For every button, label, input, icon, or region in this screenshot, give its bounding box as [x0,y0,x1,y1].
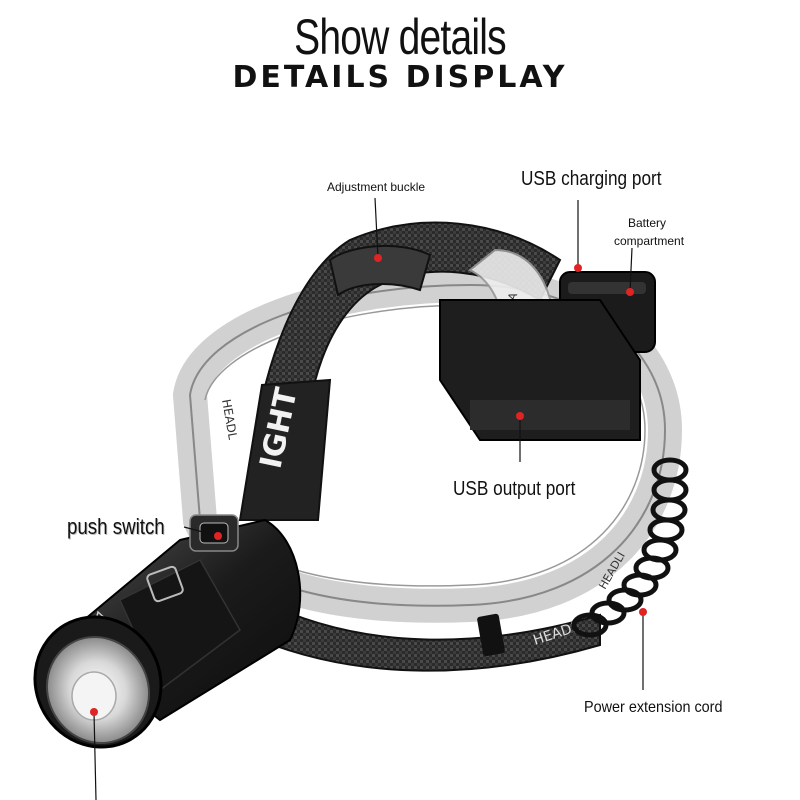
leader-lines [93,197,644,800]
page-subtitle: DETAILS DISPLAY [232,60,568,95]
page-title: Show details [294,9,507,65]
top-strap [248,221,562,492]
label-adjustment-buckle: Adjustment buckle [327,180,426,194]
callout-markers [90,254,647,716]
marker-usb-output-port [516,412,524,420]
marker-adjustment-buckle [374,254,382,262]
label-battery-line1: Battery [628,216,667,230]
side-strap: IGHT HEADL [219,378,332,521]
label-power-extension-cord: Power extension cord [584,699,723,716]
band-left-text: HEADL [219,398,240,441]
lamp-head [33,514,302,749]
adjustment-buckle [328,245,432,297]
marker-lens [90,708,98,716]
label-usb-charging-port: USB charging port [521,168,662,190]
marker-usb-charging-port [574,264,582,272]
label-push-switch: push switch [67,514,165,539]
label-usb-output-port: USB output port [453,478,576,500]
label-battery-line2: compartment [614,234,685,248]
marker-push-switch [214,532,222,540]
coiled-power-cord [571,457,689,638]
marker-power-extension-cord [639,608,647,616]
marker-battery-compartment [626,288,634,296]
mode-icon [146,565,184,603]
